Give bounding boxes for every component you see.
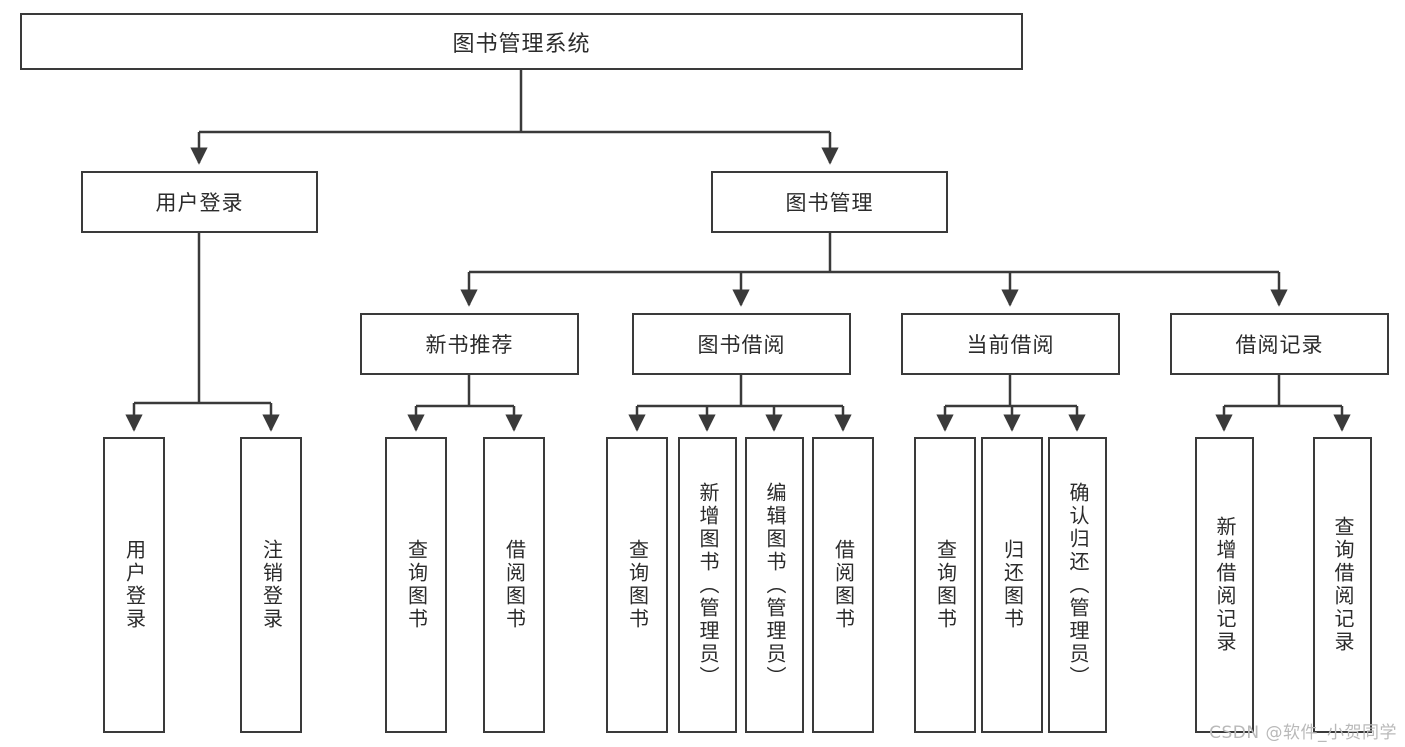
node-leaf-query-book-bor[interactable]: 查询图书 xyxy=(606,437,668,733)
node-leaf-confirm-return-label: 确认归还（管理员） xyxy=(1066,481,1090,689)
node-user-login-label: 用户登录 xyxy=(155,191,244,215)
node-leaf-edit-book-label: 编辑图书（管理员） xyxy=(763,481,787,689)
node-leaf-borrow-book-bor-label: 借阅图书 xyxy=(831,539,856,631)
node-leaf-user-login[interactable]: 用户登录 xyxy=(103,437,165,733)
node-new-book-recommend-label: 新书推荐 xyxy=(425,333,514,357)
node-leaf-add-book[interactable]: 新增图书（管理员） xyxy=(678,437,737,733)
node-leaf-return-book[interactable]: 归还图书 xyxy=(981,437,1043,733)
node-user-login[interactable]: 用户登录 xyxy=(81,171,318,233)
node-borrow-record[interactable]: 借阅记录 xyxy=(1170,313,1389,375)
node-leaf-user-logout[interactable]: 注销登录 xyxy=(240,437,302,733)
node-book-manage-label: 图书管理 xyxy=(785,191,874,215)
node-leaf-query-record[interactable]: 查询借阅记录 xyxy=(1313,437,1372,733)
node-leaf-query-book-rec-label: 查询图书 xyxy=(404,539,429,631)
node-leaf-edit-book[interactable]: 编辑图书（管理员） xyxy=(745,437,804,733)
node-root-label: 图书管理系统 xyxy=(452,31,591,57)
node-book-borrow-label: 图书借阅 xyxy=(697,333,786,357)
node-leaf-user-logout-label: 注销登录 xyxy=(259,539,284,631)
node-book-manage[interactable]: 图书管理 xyxy=(711,171,948,233)
node-current-borrow-label: 当前借阅 xyxy=(966,333,1055,357)
node-leaf-borrow-book-rec-label: 借阅图书 xyxy=(502,539,527,631)
node-leaf-query-book-cur[interactable]: 查询图书 xyxy=(914,437,976,733)
node-borrow-record-label: 借阅记录 xyxy=(1235,333,1324,357)
node-current-borrow[interactable]: 当前借阅 xyxy=(901,313,1120,375)
node-leaf-query-book-cur-label: 查询图书 xyxy=(933,539,958,631)
node-leaf-query-book-rec[interactable]: 查询图书 xyxy=(385,437,447,733)
node-leaf-borrow-book-rec[interactable]: 借阅图书 xyxy=(483,437,545,733)
node-book-borrow[interactable]: 图书借阅 xyxy=(632,313,851,375)
node-leaf-query-book-bor-label: 查询图书 xyxy=(625,539,650,631)
node-leaf-add-record-label: 新增借阅记录 xyxy=(1213,516,1237,654)
node-leaf-return-book-label: 归还图书 xyxy=(1000,539,1025,631)
node-leaf-add-book-label: 新增图书（管理员） xyxy=(696,481,720,689)
node-new-book-recommend[interactable]: 新书推荐 xyxy=(360,313,579,375)
node-root[interactable]: 图书管理系统 xyxy=(20,13,1023,70)
node-leaf-query-record-label: 查询借阅记录 xyxy=(1331,516,1355,654)
node-leaf-add-record[interactable]: 新增借阅记录 xyxy=(1195,437,1254,733)
node-leaf-confirm-return[interactable]: 确认归还（管理员） xyxy=(1048,437,1107,733)
node-leaf-borrow-book-bor[interactable]: 借阅图书 xyxy=(812,437,874,733)
watermark-text: CSDN @软件_小贺同学 xyxy=(1209,723,1397,743)
node-leaf-user-login-label: 用户登录 xyxy=(122,539,147,631)
